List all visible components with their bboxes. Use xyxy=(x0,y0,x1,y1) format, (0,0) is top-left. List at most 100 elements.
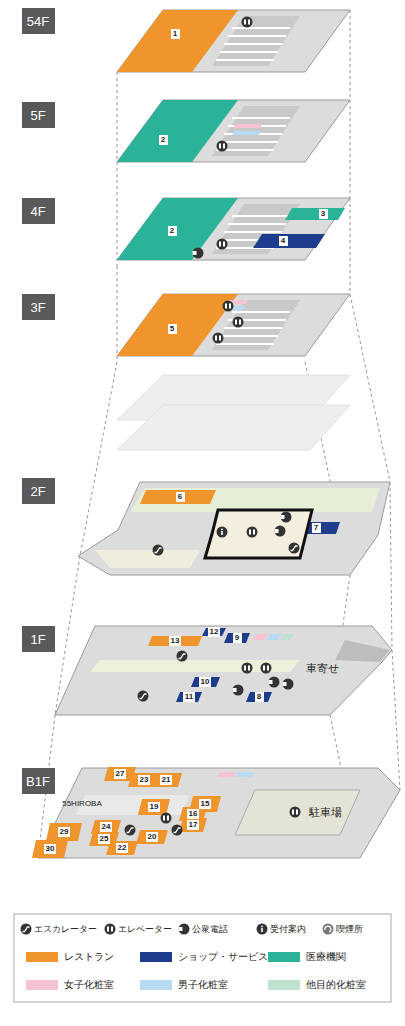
place-label: 55HIROBA xyxy=(62,799,102,808)
info-icon xyxy=(217,527,228,538)
floor-plate xyxy=(117,294,350,356)
callout-number: 1 xyxy=(173,30,177,38)
floor-plate xyxy=(78,482,390,575)
hidden-floor-plate xyxy=(117,405,350,450)
callout-number: 17 xyxy=(189,821,198,829)
tenant-area xyxy=(280,634,294,640)
tenant-area xyxy=(224,633,250,643)
clinic-area xyxy=(285,208,345,220)
womens-restroom xyxy=(218,772,236,777)
stair-stripe xyxy=(220,335,278,337)
floor-name: B1F xyxy=(26,774,50,789)
callout-number: 30 xyxy=(46,845,55,853)
floor-plate xyxy=(55,626,392,715)
floor-label: 4F xyxy=(22,198,55,224)
legend-swatch xyxy=(140,952,172,962)
elevator-icon xyxy=(217,239,228,250)
tenant-number: 15 xyxy=(199,799,212,809)
callout-number: 16 xyxy=(189,810,198,818)
walkway-area xyxy=(95,550,200,568)
tenant-number: 23 xyxy=(138,775,151,785)
tenant-number: 21 xyxy=(160,775,173,785)
callout-number: 9 xyxy=(235,634,239,642)
stair-stripe xyxy=(228,223,286,225)
restaurant-area xyxy=(91,820,121,834)
callout-number: 19 xyxy=(150,803,159,811)
callout-number: 12 xyxy=(210,628,219,636)
stair-stripe xyxy=(232,117,290,119)
callout-number: 22 xyxy=(118,844,127,852)
legend-text: ショップ・サービス xyxy=(178,951,268,964)
floor-plate xyxy=(117,198,350,260)
tenant-area xyxy=(191,677,220,687)
place-label: 車寄せ xyxy=(306,661,339,676)
stair-stripe xyxy=(232,215,290,217)
floor-name: 5F xyxy=(30,108,45,123)
tenant-area xyxy=(252,634,268,640)
escalator-icon xyxy=(21,924,32,935)
restaurant-area xyxy=(32,840,68,858)
legend-text: 他目的化粧室 xyxy=(306,978,366,992)
floor-guide-line xyxy=(390,482,392,650)
place-label: 駐車場 xyxy=(309,805,342,820)
floor-label: B1F xyxy=(22,768,55,794)
floor-guide-line xyxy=(80,362,117,556)
walkway-area xyxy=(130,488,380,512)
tenant-number: 5 xyxy=(168,324,177,334)
tenant-number: 4 xyxy=(279,236,288,246)
floor-guide-line xyxy=(117,72,118,168)
phone-icon xyxy=(281,512,292,523)
floor-guide-line xyxy=(350,294,390,482)
floor-guide-line xyxy=(350,100,351,198)
legend-text: レストラン xyxy=(64,950,114,964)
restaurant-area xyxy=(46,823,82,841)
phone-icon xyxy=(179,924,190,935)
legend-text: エスカレーター xyxy=(34,923,97,936)
floor-guide-line xyxy=(350,10,351,100)
callout-number: 3 xyxy=(321,210,325,218)
tenant-area xyxy=(176,692,202,702)
callout-number: 10 xyxy=(201,678,210,686)
callout-number: 5 xyxy=(170,325,174,333)
callout-number: 27 xyxy=(116,770,125,778)
phone-icon xyxy=(275,526,286,537)
floor-plate xyxy=(38,768,400,858)
phone-icon xyxy=(283,679,294,690)
tenant-number: 11 xyxy=(183,692,195,702)
stair-stripe xyxy=(224,231,282,233)
floor-guide-line xyxy=(350,198,351,294)
central-atrium xyxy=(205,510,312,558)
elevator-icon xyxy=(217,141,228,152)
callout-number: 2 xyxy=(161,136,165,144)
floor-guide-line xyxy=(117,266,118,362)
tenant-number: 19 xyxy=(148,802,161,812)
legend-swatch xyxy=(26,952,58,962)
restaurant-area xyxy=(150,773,182,787)
callout-number: 21 xyxy=(162,776,171,784)
legend-swatch xyxy=(26,980,58,990)
core-area xyxy=(212,106,300,156)
tenant-number: 2 xyxy=(159,135,168,145)
floor-name: 3F xyxy=(30,300,45,315)
elevator-icon xyxy=(242,663,253,674)
tenant-number: 20 xyxy=(146,832,159,842)
elevator-icon xyxy=(290,807,301,818)
restaurant-area xyxy=(136,830,168,844)
drop-off-area xyxy=(335,640,390,662)
stair-stripe xyxy=(224,43,282,45)
elevator-icon xyxy=(161,813,172,824)
escalator-icon xyxy=(177,651,188,662)
floor-name: 2F xyxy=(30,484,45,499)
tenant-number: 22 xyxy=(116,843,129,853)
floor-name: 1F xyxy=(30,632,45,647)
callout-number: 29 xyxy=(60,828,69,836)
parking-area xyxy=(235,790,360,835)
phone-icon xyxy=(269,677,280,688)
stair-stripe xyxy=(232,311,290,313)
stair-stripe xyxy=(216,59,274,61)
tenant-number: 2 xyxy=(168,226,177,236)
elevator-icon xyxy=(247,527,258,538)
floor-plate xyxy=(117,10,350,72)
tenant-area xyxy=(246,692,272,702)
